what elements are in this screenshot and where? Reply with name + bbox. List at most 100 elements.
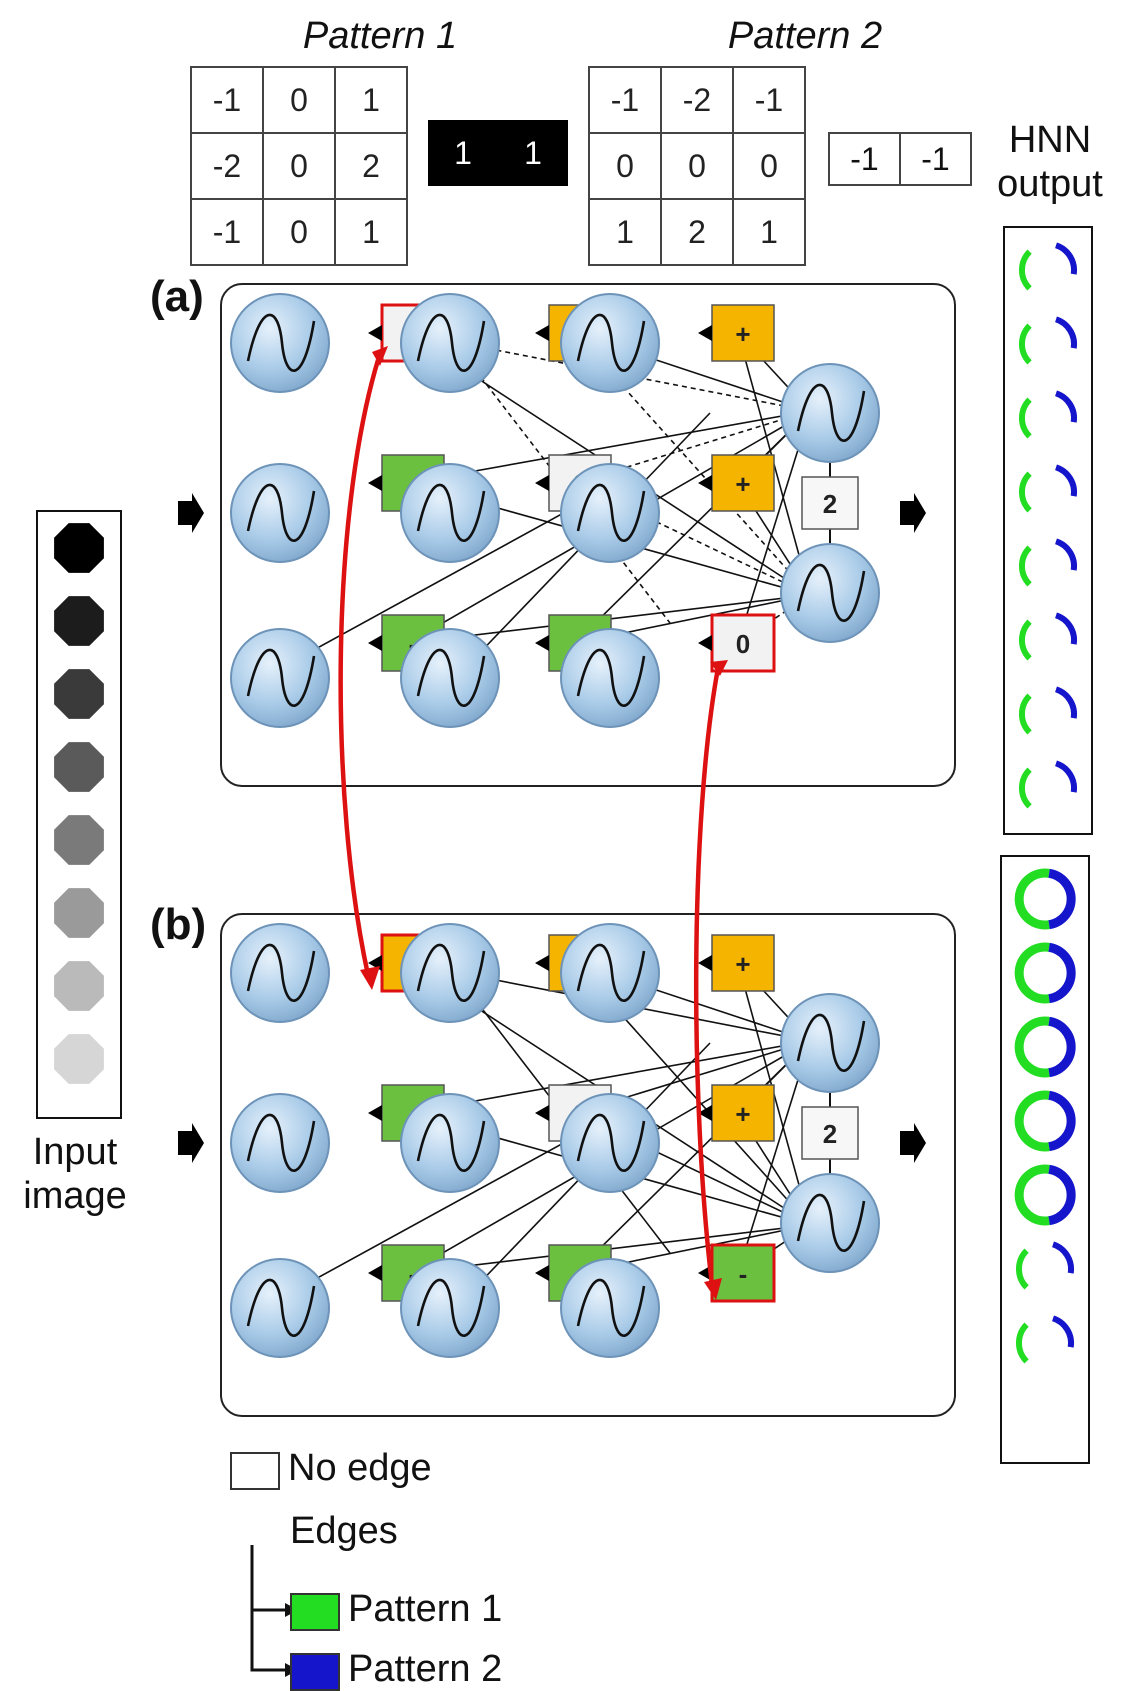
vector-cell: -1 [899,134,970,184]
weight-symbol: - [739,1259,748,1289]
neuron-node [230,1093,330,1193]
weight-box: + [711,454,775,512]
network-link [289,1122,601,1294]
output-arc-pattern2 [1048,1164,1076,1226]
sine-wave [576,1113,646,1172]
input-image-strip [36,510,122,1119]
network-link [574,482,811,596]
kernel-cell: 1 [732,198,806,266]
input-pixel [54,523,104,573]
hnn-output-strip-a [1003,226,1093,835]
output-arc-pattern1 [1018,323,1032,365]
neuron-node [780,1173,880,1273]
sine-wave [796,563,866,622]
weight-symbol: - [409,629,418,659]
box-arrowhead [698,1265,712,1281]
kernel-cell: 1 [588,198,662,266]
sine-wave [796,1013,866,1072]
output-arc-pattern2 [1054,390,1078,423]
mid-node-label: 2 [823,489,837,519]
neuron-node [780,993,880,1093]
output-arc-pattern2 [1054,612,1078,645]
kernel-cell: -2 [660,66,734,134]
sine-wave [796,383,866,442]
box-arrowhead [368,635,382,651]
weight-symbol: 0 [736,629,750,659]
output-arc-pattern2 [1051,1315,1075,1348]
neuron-node [230,628,330,728]
hnn-output-arcs-b [1014,868,1076,1364]
kernel-cell: 0 [732,132,806,200]
neuron-node [400,1258,500,1358]
network-a: 0++-0+--02 [178,293,926,728]
output-arc-pattern1 [1018,619,1032,661]
input-pixel [54,669,104,719]
input-pixel [54,1034,104,1084]
input-arrow [178,493,204,533]
output-arc-pattern1 [1014,868,1050,930]
box-arrowhead [368,955,382,971]
weight-symbol: + [735,1099,750,1129]
weight-symbol: + [735,319,750,349]
box-arrowhead [368,1105,382,1121]
vector-cell: 1 [524,134,542,171]
kernel-cell: 0 [660,132,734,200]
legend-pattern1-label: Pattern 1 [348,1588,503,1630]
output-arc-pattern2 [1054,686,1078,719]
output-arc-pattern1 [1018,693,1032,735]
sine-wave [576,313,646,372]
input-octagons [54,523,104,1084]
box-arrowhead [698,325,712,341]
output-arrow [900,1123,926,1163]
output-arc-pattern2 [1054,760,1078,793]
legend-no-edge-swatch [230,1452,280,1490]
neuron-node [400,628,500,728]
hnn-output-strip-b [1000,855,1090,1464]
legend-pattern2-label: Pattern 2 [348,1648,503,1690]
input-pixel [54,888,104,938]
weight-box: + [711,1084,775,1142]
sine-wave [246,313,316,372]
sine-wave [576,943,646,1002]
output-arc-pattern2 [1048,942,1076,1004]
legend-edges-label: Edges [290,1510,398,1552]
neuron-node [560,1093,660,1193]
neuron-node [400,463,500,563]
sine-wave [416,648,486,707]
neuron-node [400,293,500,393]
output-arc-pattern2 [1048,868,1076,930]
kernel-cell: 0 [262,66,336,134]
neuron-node [560,923,660,1023]
output-arc-pattern1 [1018,471,1032,513]
pattern1-vector: 1 1 [428,120,568,186]
box-arrowhead [368,475,382,491]
input-pixel [54,742,104,792]
weight-box: + [711,934,775,992]
output-arc-pattern2 [1054,538,1078,571]
output-arc-pattern1 [1018,545,1032,587]
box-arrowhead [368,325,382,341]
network-link [574,410,811,644]
pattern2-vector: -1 -1 [828,132,972,186]
network-link [574,1040,811,1274]
vector-cell: 1 [454,134,472,171]
box-arrowhead [535,955,549,971]
sine-wave [246,1278,316,1337]
output-arc-pattern1 [1014,1090,1050,1152]
box-arrowhead [535,1105,549,1121]
neuron-node [560,1258,660,1358]
neuron-node [560,463,660,563]
weight-symbol: + [735,469,750,499]
hnn-output-arcs-a [1018,242,1078,809]
hnn-output-label: HNN output [997,119,1103,205]
panel-b-letter: (b) [150,900,207,949]
legend-pattern2-swatch [290,1653,340,1691]
mid-node: 2 [801,476,859,530]
output-arrow [900,493,926,533]
neuron-node [400,1093,500,1193]
kernel-cell: 0 [588,132,662,200]
vector-cell: -1 [850,141,879,177]
pattern1-title: Pattern 1 [302,15,458,57]
